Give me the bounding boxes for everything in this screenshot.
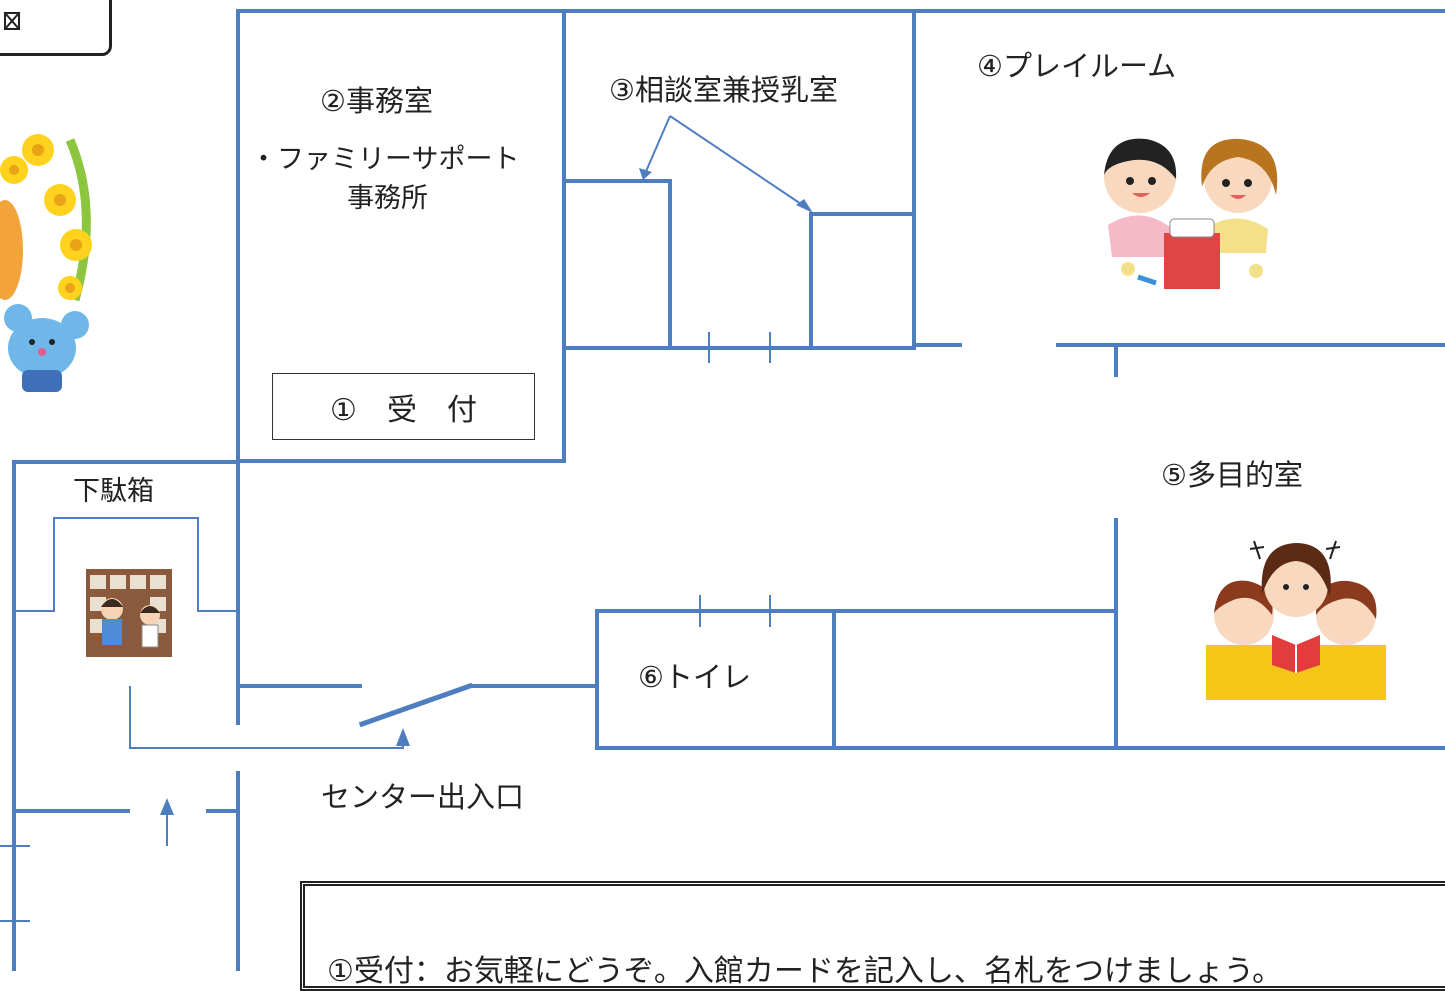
envelope-icon: [4, 12, 20, 30]
floor-plan: [0, 9, 1445, 971]
children-playing-icon: [1104, 138, 1278, 289]
bear-mouse-mascot-icon: [0, 134, 92, 392]
reception-label: ① 受 付: [330, 392, 477, 428]
consultation-room-label: ③相談室兼授乳室: [609, 73, 838, 107]
toilet-label: ⑥トイレ: [638, 660, 751, 694]
entrance-label: センター出入口: [321, 780, 525, 814]
shoe-box-label: 下駄箱: [73, 476, 154, 507]
multipurpose-room-label: ⑤多目的室: [1161, 458, 1303, 492]
reception-box: ① 受 付: [272, 373, 535, 440]
family-support-office-label: 事務所: [347, 183, 428, 214]
corner-frame: [0, 0, 112, 56]
family-support-label: ・ファミリーサポート: [250, 144, 520, 175]
info-box: ①受付：お気軽にどうぞ。入館カードを記入し、名札をつけましょう。: [300, 881, 1445, 991]
info-reception-text: ①受付：お気軽にどうぞ。入館カードを記入し、名札をつけましょう。: [327, 954, 1283, 989]
walls: [12, 9, 1445, 971]
office-label: ②事務室: [320, 84, 433, 118]
shoe-shelf-children-icon: [86, 569, 172, 657]
playroom-label: ④プレイルーム: [977, 49, 1177, 83]
mother-reading-to-children-icon: [1206, 540, 1386, 700]
